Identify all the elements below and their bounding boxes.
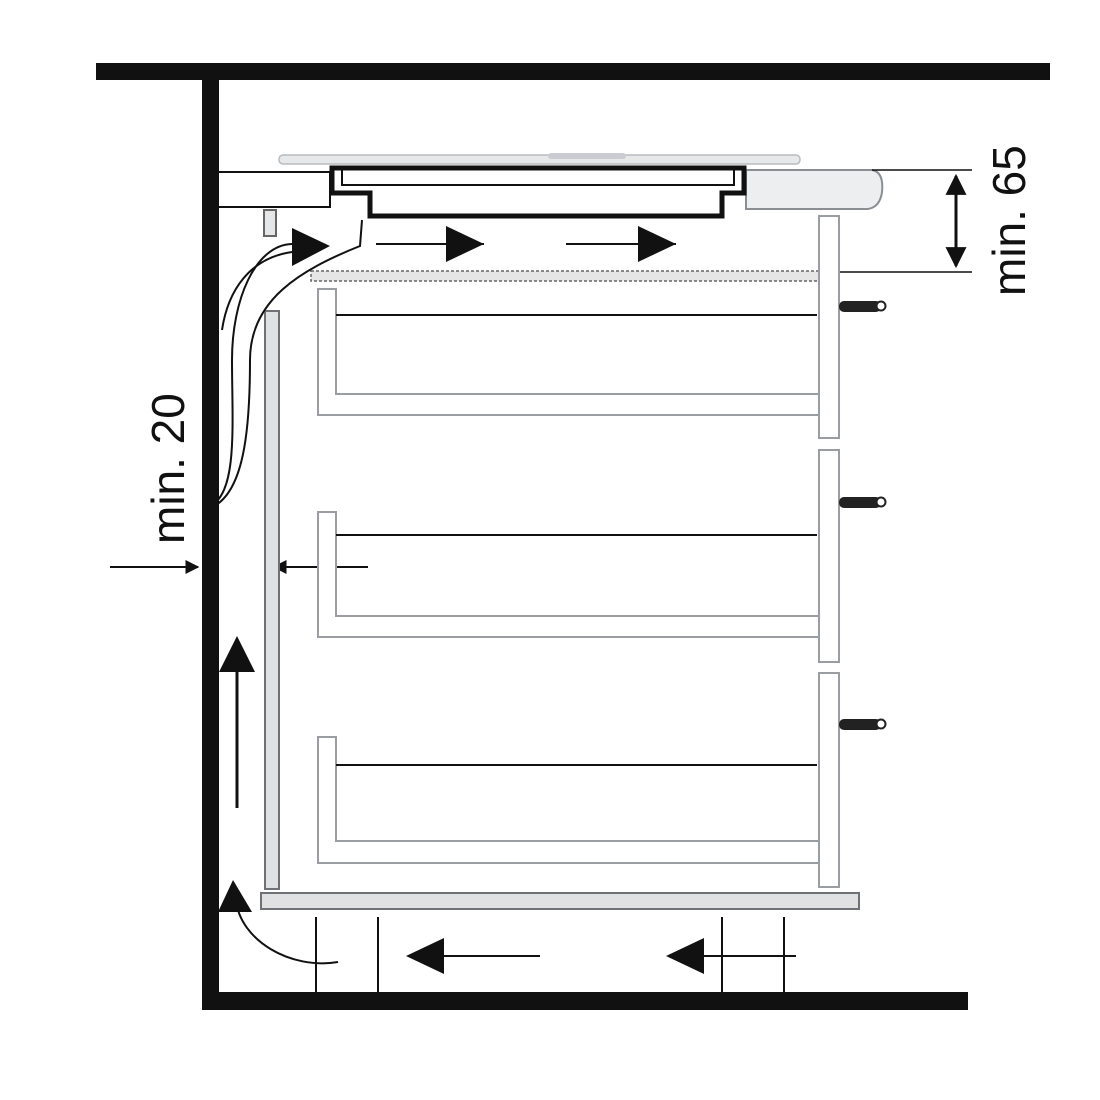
drawer-1-front	[818, 215, 840, 439]
hob-glass-highlight	[548, 153, 626, 159]
airflow-arrows	[209, 219, 796, 974]
oven-frame	[260, 310, 860, 910]
drawer-3-front	[818, 672, 840, 888]
airflow-arrow-top-2-head	[638, 226, 676, 262]
airflow-curve-inner	[211, 243, 293, 506]
drawer-3-body	[317, 736, 820, 864]
airflow-arrow-bottom-1-head	[406, 938, 444, 974]
hob-body	[329, 165, 747, 219]
airflow-corner-head	[218, 880, 252, 912]
drawer-2-handle	[839, 496, 887, 508]
separator-panel	[310, 270, 820, 282]
rear-wall	[202, 63, 219, 1010]
hob-glass-top	[278, 154, 801, 165]
airflow-curve-outer	[221, 251, 293, 331]
drawer-3-handle	[839, 718, 887, 730]
hob-assembly	[219, 153, 884, 282]
hob-body-inner	[341, 170, 735, 186]
airflow-arrow-top-1-head	[446, 226, 484, 262]
countertop-top-edge	[96, 63, 1050, 80]
drawer-2-body	[317, 511, 820, 638]
drawer-3	[317, 672, 887, 888]
countertop-right-segment	[745, 169, 884, 210]
airflow-arrow-up-head	[219, 636, 255, 672]
drawer-1-body	[317, 288, 820, 416]
drawer-1-handle	[839, 300, 887, 312]
floor-line	[202, 992, 968, 1010]
airflow-arrow-bottom-2-head	[666, 938, 704, 974]
drawer-1	[317, 215, 887, 439]
cabinet-walls	[96, 63, 1050, 1010]
countertop-left-segment	[219, 171, 331, 208]
airflow-duct-line	[209, 219, 363, 509]
base-plinth	[260, 892, 860, 910]
rear-gap-label: min. 20	[142, 393, 194, 544]
airflow-curve-head	[292, 228, 330, 266]
airflow-corner-curve	[235, 899, 339, 965]
top-clearance-label: min. 65	[983, 145, 1035, 296]
drawer-2	[317, 449, 887, 663]
drawer-2-front	[818, 449, 840, 663]
hob-clamp	[263, 209, 277, 237]
rear-panel	[264, 310, 280, 890]
top-clearance-dimension: min. 65	[818, 145, 1035, 296]
